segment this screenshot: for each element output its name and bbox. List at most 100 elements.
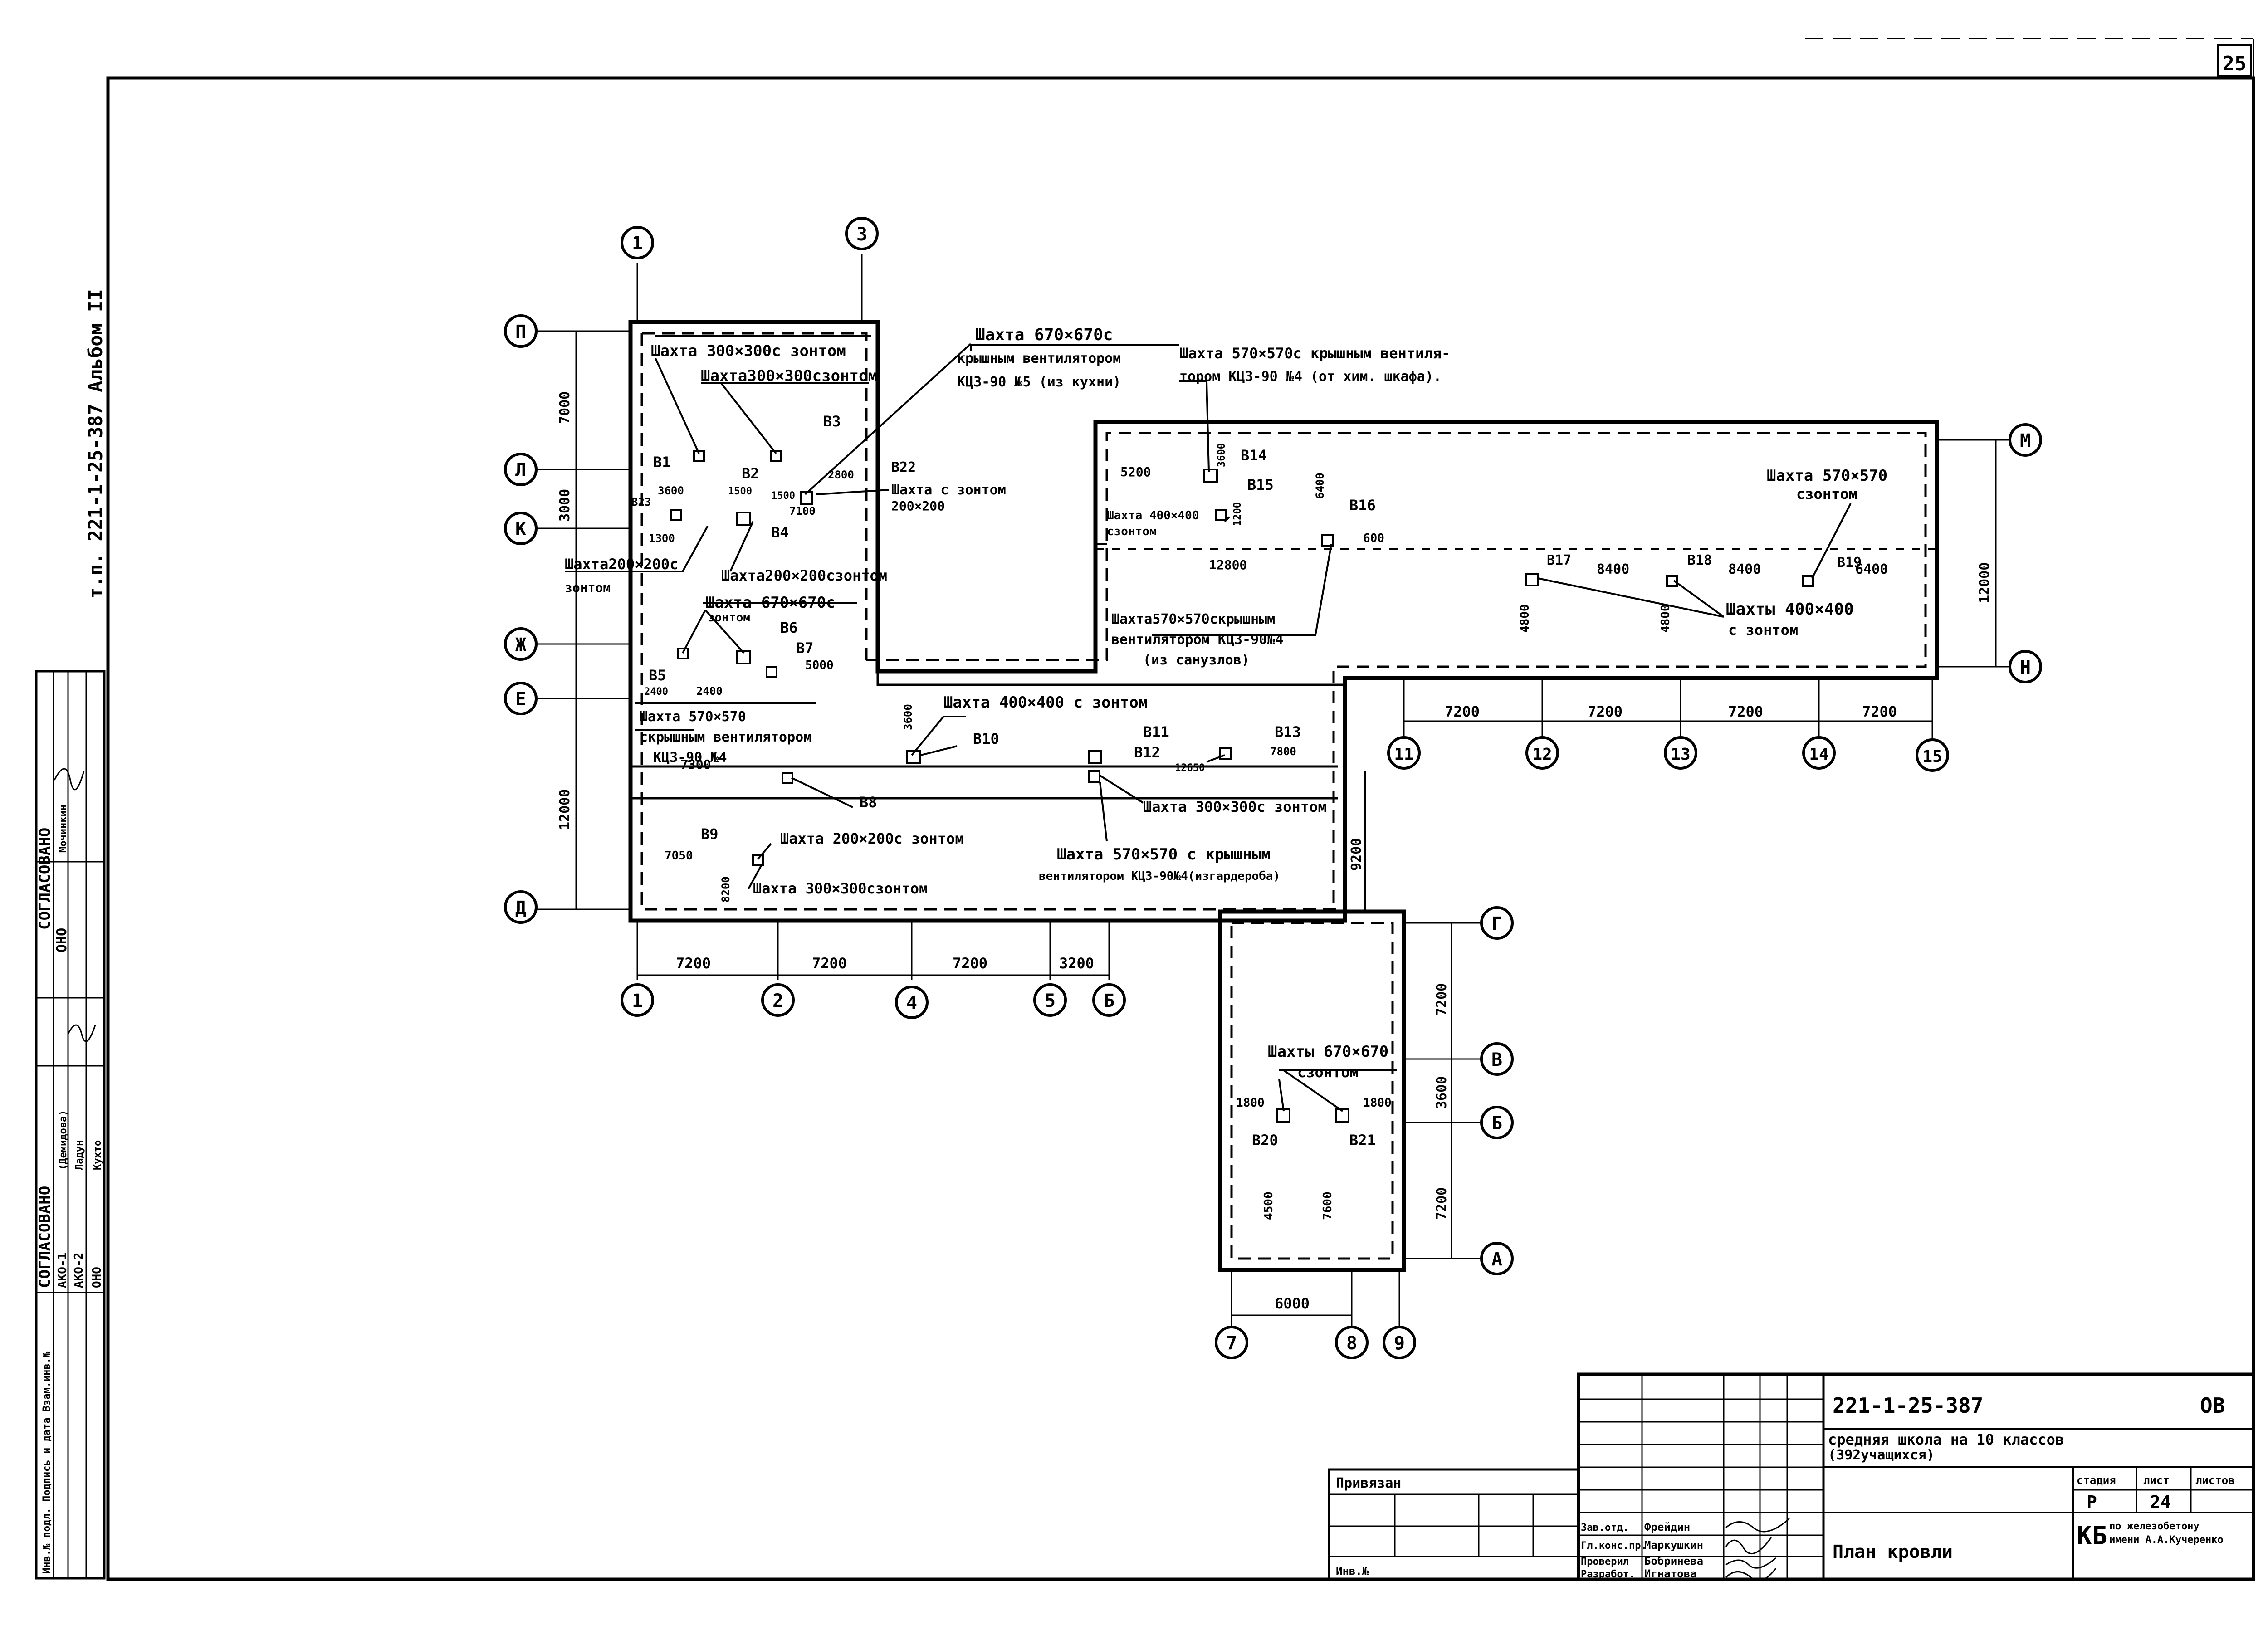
dim-label: 9200 (1349, 838, 1364, 871)
axis-bubble: Д (504, 890, 538, 924)
svg-text:В14: В14 (1241, 447, 1267, 464)
svg-text:3600: 3600 (902, 704, 914, 730)
vent-B4: В4 (736, 512, 789, 541)
axis-bubble: 5 (1033, 983, 1067, 1017)
svg-text:В4: В4 (771, 524, 789, 541)
dim-label: 6000 (1275, 1295, 1310, 1312)
svg-text:8400: 8400 (1728, 561, 1761, 577)
sheet-code: ОВ (2200, 1393, 2225, 1418)
svg-text:В20: В20 (1252, 1132, 1278, 1149)
dim-label: 7200 (1862, 703, 1897, 720)
role: Проверил (1581, 1556, 1629, 1567)
axis-bubble: М (2009, 423, 2042, 457)
svg-text:Н: Н (2020, 657, 2031, 678)
callout: Шахта 300×300сзонтом (753, 880, 928, 897)
callout: Шахта 200×200с зонтом (780, 830, 964, 847)
sheets-header: листов (2195, 1474, 2235, 1487)
svg-text:В7: В7 (796, 639, 814, 657)
svg-text:В17: В17 (1547, 552, 1571, 568)
agreement-right-label: ОНО (54, 928, 70, 952)
vent-B12: В12 (1088, 744, 1160, 783)
vent-B16: В16 (1321, 497, 1376, 547)
vent-B20: В20 (1252, 1108, 1290, 1149)
signature-mark (1725, 1518, 1790, 1533)
role: Гл.конс.пр. (1581, 1540, 1647, 1552)
callout: Шахта с зонтом (891, 482, 1006, 498)
stage-value: Р (2087, 1492, 2097, 1512)
svg-text:7: 7 (1226, 1333, 1237, 1354)
role: Зав.отд. (1581, 1522, 1629, 1533)
callout: скрышным вентилятором (640, 729, 811, 745)
svg-text:2400: 2400 (696, 685, 723, 698)
vent-B6: В6 (736, 619, 798, 664)
svg-text:7050: 7050 (665, 849, 693, 863)
axis-bubble: Ж (504, 627, 538, 661)
svg-text:7100: 7100 (789, 505, 816, 517)
axis-bubble: Л (504, 453, 538, 486)
callout: Шахты 670×670 (1268, 1043, 1388, 1061)
dim-label: 7000 (557, 391, 573, 424)
person: Игнатова (1644, 1567, 1697, 1580)
svg-text:Б: Б (1491, 1113, 1502, 1134)
svg-text:4800: 4800 (1659, 604, 1672, 633)
axis-bubble: 7 (1215, 1326, 1248, 1359)
callouts: Шахта 300×300с зонтом Шахта300×300сзонто… (565, 326, 1887, 1081)
vent-B19: В19 (1802, 555, 1862, 587)
svg-text:В18: В18 (1687, 552, 1712, 568)
axis-bubble: Б (1480, 1106, 1514, 1139)
title-block: Привязан Инв.№ 221-1-25-387 ОВ средняя ш… (1328, 1372, 2255, 1581)
svg-text:4500: 4500 (1262, 1191, 1276, 1220)
svg-text:Л: Л (515, 460, 526, 481)
signature-mark-2 (54, 768, 85, 791)
svg-text:1800: 1800 (1363, 1096, 1392, 1110)
callout: Шахта 670×670с (975, 326, 1113, 344)
callout: Шахты 400×400 (1726, 600, 1854, 619)
svg-text:7600: 7600 (1321, 1191, 1334, 1220)
callout: Шахта200×200с (565, 556, 678, 573)
callout: вентилятором КЦ3-90№4(изгардероба) (1039, 869, 1280, 883)
axis-bubble: П (504, 314, 538, 348)
axis-bubble: 13 (1664, 736, 1697, 770)
svg-text:1200: 1200 (1232, 502, 1243, 526)
axis-bubble: 1 (621, 226, 654, 259)
svg-text:1300: 1300 (649, 532, 675, 545)
svg-text:В8: В8 (860, 794, 877, 811)
callout: вентилятором КЦ3-90№4 (1111, 632, 1283, 648)
svg-text:В9: В9 (701, 825, 719, 843)
svg-text:12: 12 (1532, 745, 1552, 764)
sheet-frame: 25 (106, 38, 2255, 1581)
callout: (из санузлов) (1143, 652, 1250, 668)
agreement-title-left: СОГЛАСОВАНО (36, 1186, 54, 1288)
dim-label: 12000 (557, 789, 573, 830)
agreement-row-2: АКО-2 (72, 1253, 86, 1288)
inv-label: Инв.№ (1336, 1565, 1369, 1577)
callout: 200×200 (891, 498, 945, 513)
agreement-row-3: ОНО (90, 1267, 104, 1288)
person: Маркушкин (1644, 1539, 1703, 1552)
axis-bubble: 12 (1525, 736, 1559, 770)
stage-header: стадия (2077, 1474, 2116, 1487)
org-line-2: имени А.А.Кучеренко (2109, 1534, 2224, 1546)
svg-text:В2: В2 (742, 465, 759, 482)
callout: Шахта 570×570 с крышным (1057, 845, 1271, 864)
svg-text:3600: 3600 (1216, 443, 1227, 467)
svg-text:В15: В15 (1247, 476, 1274, 493)
dim-label: 7200 (1445, 703, 1480, 720)
axis-bubble: Г (1480, 906, 1514, 940)
callout: Шахта 400×400 (1107, 509, 1199, 522)
svg-text:3: 3 (856, 224, 867, 245)
signature-mark (1725, 1537, 1772, 1554)
svg-text:1800: 1800 (1236, 1096, 1265, 1110)
axis-bubble: 4 (895, 986, 929, 1019)
dim-label: 7200 (676, 955, 711, 972)
agreement-name-2: Ладун (74, 1140, 85, 1170)
axis-bubble: 8 (1335, 1326, 1369, 1359)
axis-bubble: 9 (1383, 1326, 1416, 1359)
dim-label: 7200 (1434, 1187, 1450, 1220)
callout: КЦ3-90 №5 (из кухни) (957, 374, 1121, 390)
axis-bubble: Н (2009, 650, 2042, 683)
svg-text:В12: В12 (1134, 744, 1160, 761)
project-line-2: (392учащихся) (1828, 1447, 1935, 1463)
person: Фрейдин (1644, 1521, 1690, 1533)
svg-text:Д: Д (515, 898, 526, 918)
